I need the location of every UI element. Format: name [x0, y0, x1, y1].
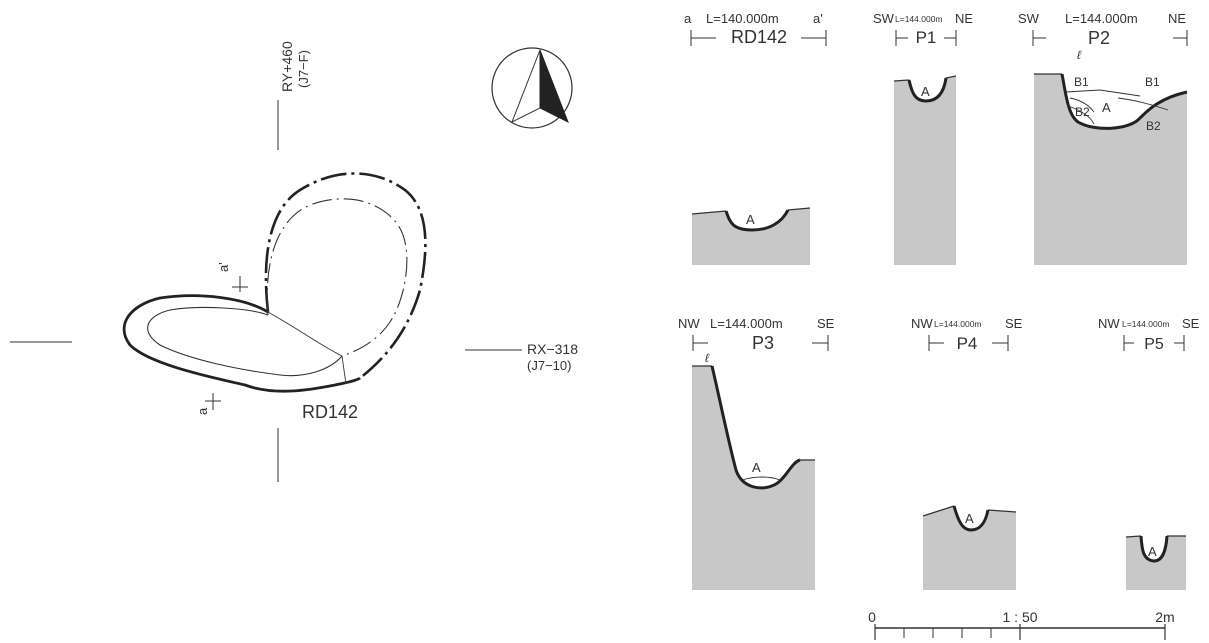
section-p5-right: SE — [1182, 316, 1200, 331]
section-p3-left: NW — [678, 316, 700, 331]
grid-east-label: RX−318 — [527, 341, 578, 357]
north-arrow-icon — [491, 47, 573, 129]
section-p3-fill-a: A — [752, 460, 761, 475]
scale-zero-label: 0 — [868, 609, 876, 625]
pit-inner-outline-upper — [266, 198, 408, 357]
section-p5-left: NW — [1098, 316, 1120, 331]
scale-end-label: 2m — [1155, 609, 1174, 625]
section-p3-level: L=144.000m — [710, 316, 783, 331]
plan-view: RY+460 (J7−F) RX−318 (J7−10) a' a RD142 — [10, 41, 578, 482]
section-p2-fill-b1-right: B1 — [1145, 75, 1160, 89]
section-p1-level: L=144.000m — [895, 14, 943, 24]
pit-outer-outline-lower — [122, 294, 361, 393]
scale-ratio-label: 1 : 50 — [1002, 609, 1037, 625]
section-p2-level: L=144.000m — [1065, 11, 1138, 26]
pit-outer-outline-upper — [264, 172, 427, 380]
p3-marker-label: ℓ — [705, 351, 710, 365]
section-rd142-left: a — [684, 11, 692, 26]
scale-bar: 0 1 : 50 2m — [868, 609, 1175, 640]
section-p1-profile: A — [893, 75, 957, 265]
pit-inner-outline-lower — [147, 307, 343, 377]
section-rd142-right: a' — [813, 11, 823, 26]
section-p5-name: P5 — [1144, 336, 1164, 353]
pit-internal-boundary — [267, 311, 347, 385]
section-p1-right: NE — [955, 11, 973, 26]
section-p1-left: SW — [873, 11, 895, 26]
section-p4-name: P4 — [957, 334, 978, 353]
section-p5-level: L=144.000m — [1122, 319, 1170, 329]
feature-label: RD142 — [302, 402, 358, 422]
section-p2-fill-a: A — [1102, 100, 1111, 115]
section-p5-profile: A — [1125, 535, 1186, 590]
section-rd142-name: RD142 — [731, 27, 787, 47]
section-mark-a-label: a — [195, 407, 210, 415]
section-p3-name: P3 — [752, 333, 774, 353]
section-rd142-level: L=140.000m — [706, 11, 779, 26]
section-mark-a-prime-label: a' — [216, 262, 231, 272]
section-p4-fill-a: A — [965, 511, 974, 526]
section-p3-right: SE — [817, 316, 835, 331]
section-p5-fill-a: A — [1148, 544, 1157, 559]
section-p2-fill-b1-left: B1 — [1074, 75, 1089, 89]
section-p2-fill-b2-left: B2 — [1075, 105, 1090, 119]
section-p2-fill-b2-right: B2 — [1146, 119, 1161, 133]
section-p1-name: P1 — [916, 28, 937, 47]
section-p2-profile: ℓ A B1 B1 B2 B2 — [1034, 48, 1188, 265]
p2-marker-label: ℓ — [1077, 48, 1082, 62]
section-p4-profile: A — [922, 505, 1017, 590]
section-p2-name: P2 — [1088, 28, 1110, 48]
grid-east-sublabel: (J7−10) — [527, 358, 571, 373]
section-p3-profile: ℓ A — [692, 351, 815, 590]
section-p2-right: NE — [1168, 11, 1186, 26]
section-p4-right: SE — [1005, 316, 1023, 331]
section-rd142-fill-a: A — [746, 212, 755, 227]
section-p2-left: SW — [1018, 11, 1040, 26]
section-p4-left: NW — [911, 316, 933, 331]
grid-north-label: RY+460 — [279, 41, 295, 92]
grid-north-sublabel: (J7−F) — [296, 50, 311, 88]
section-p4-level: L=144.000m — [934, 319, 982, 329]
section-rd142-profile: A — [691, 207, 811, 265]
section-headers: a L=140.000m a' RD142 SW L=144.000m NE P… — [678, 11, 1200, 353]
section-p1-fill-a: A — [921, 84, 930, 99]
